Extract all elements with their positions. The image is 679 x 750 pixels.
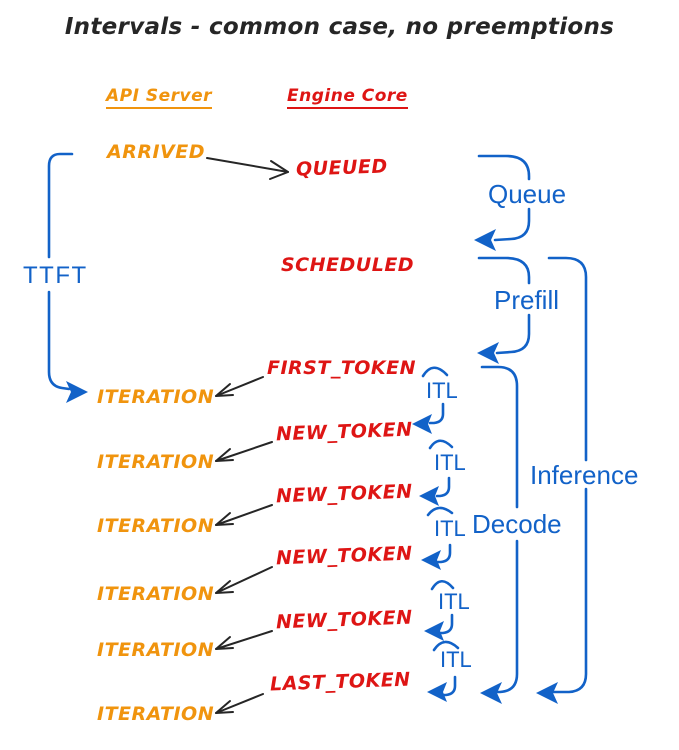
interval-label-queue: Queue	[488, 179, 567, 209]
last-token-to-iteration-arrow	[215, 693, 264, 714]
interval-label-itl-4: ITL	[438, 589, 470, 614]
event-iteration-1: ITERATION	[97, 386, 215, 408]
queue-bracket	[474, 154, 531, 251]
first-token-to-iteration-arrow	[215, 376, 264, 397]
event-iteration-5: ITERATION	[97, 639, 215, 661]
prefill-arrowhead-left	[477, 342, 499, 364]
event-new-token-4: NEW_TOKEN	[275, 606, 413, 634]
new-token-to-iteration-arrow-1	[215, 441, 273, 462]
event-scheduled: SCHEDULED	[281, 254, 415, 276]
column-header-api-server: API Server	[106, 88, 213, 109]
interval-label-decode: Decode	[472, 509, 562, 539]
event-queued: QUEUED	[295, 155, 389, 181]
event-arrived: ARRIVED	[107, 141, 205, 163]
decode-arrowhead-left	[480, 682, 502, 704]
interval-label-itl-3: ITL	[434, 516, 466, 541]
event-last-token: LAST_TOKEN	[269, 668, 411, 696]
interval-label-itl-1: ITL	[426, 378, 458, 403]
arrived-to-queued-arrow	[206, 157, 289, 180]
event-iteration-3: ITERATION	[97, 515, 215, 537]
itl-bracket-5	[427, 640, 460, 702]
inference-arrowhead-left	[536, 682, 558, 704]
event-first-token: FIRST_TOKEN	[267, 357, 417, 379]
event-new-token-2: NEW_TOKEN	[275, 480, 413, 508]
interval-label-ttft: TTFT	[23, 262, 88, 289]
new-token-to-iteration-arrow-4	[215, 630, 273, 650]
itl-bracket-4	[424, 579, 455, 641]
ttft-bracket	[47, 152, 88, 403]
decode-bracket	[480, 365, 519, 704]
prefill-bracket	[477, 256, 531, 364]
new-token-to-iteration-arrow-3	[215, 566, 273, 594]
ttft-arrowhead-right	[66, 381, 88, 403]
diagram-title: Intervals - common case, no preemptions	[64, 14, 615, 40]
queue-arrowhead-left	[474, 229, 496, 251]
event-iteration-4: ITERATION	[97, 583, 215, 605]
itl-bracket-2	[419, 439, 454, 506]
interval-label-itl-2: ITL	[434, 450, 466, 475]
inference-bracket	[536, 256, 588, 704]
new-token-to-iteration-arrow-2	[215, 504, 273, 526]
itl-bracket-3	[421, 506, 454, 570]
interval-label-itl-5: ITL	[440, 647, 472, 672]
itl-bracket-1	[412, 366, 449, 434]
event-new-token-3: NEW_TOKEN	[275, 542, 413, 570]
column-header-engine-core: Engine Core	[287, 88, 408, 109]
interval-label-inference: Inference	[530, 460, 639, 490]
event-iteration-6: ITERATION	[97, 703, 215, 725]
event-iteration-2: ITERATION	[97, 451, 215, 473]
event-new-token-1: NEW_TOKEN	[275, 418, 413, 446]
interval-label-prefill: Prefill	[494, 285, 560, 315]
